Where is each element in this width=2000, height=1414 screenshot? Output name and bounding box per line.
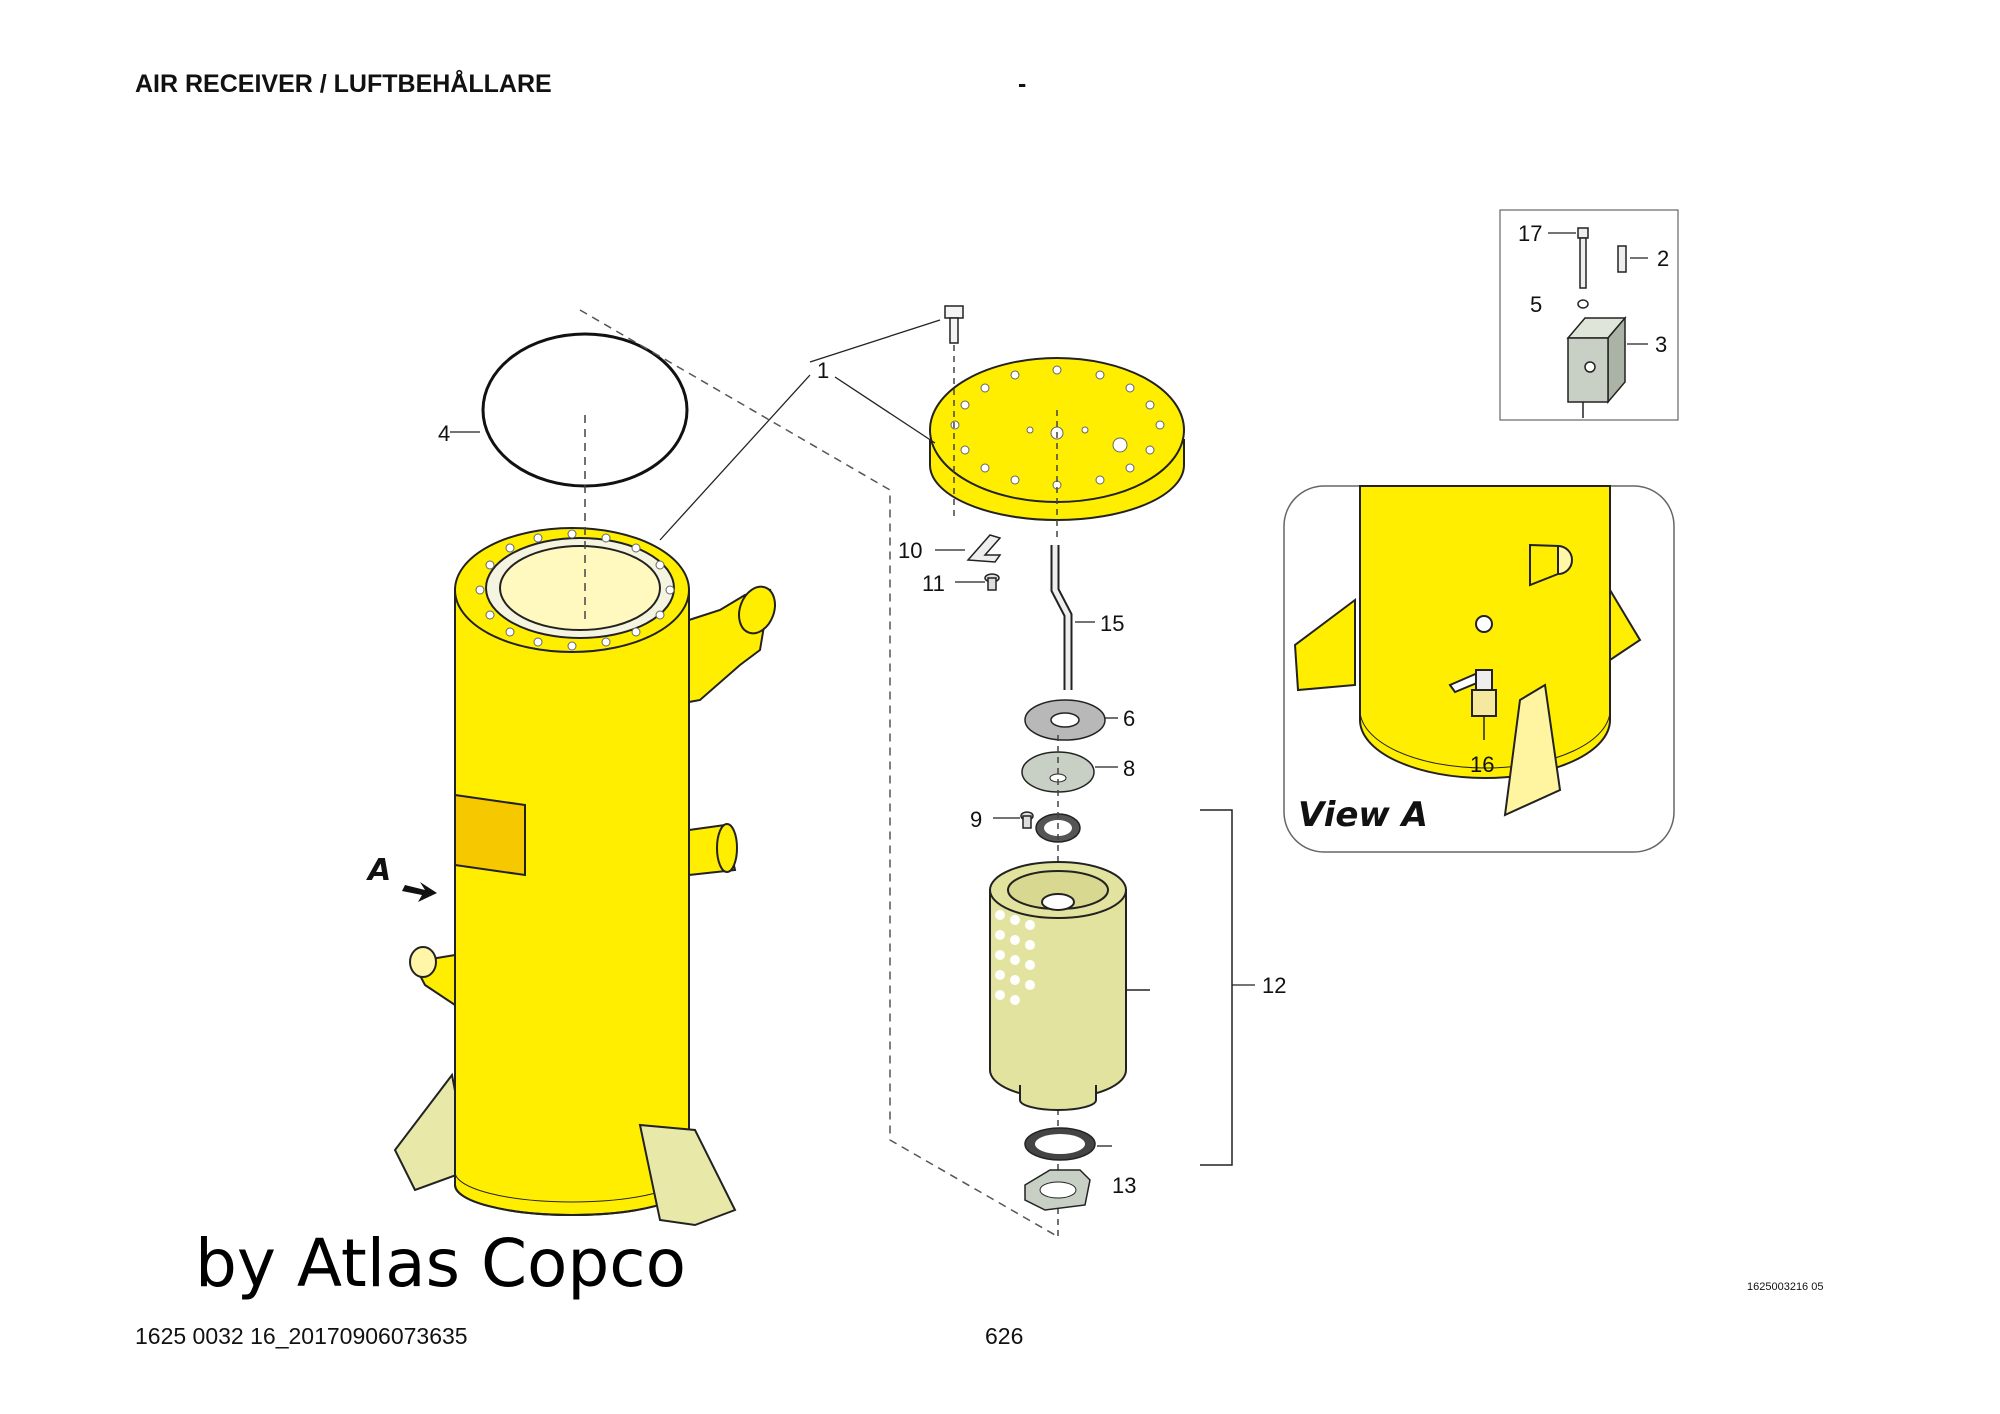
callout-5: 5 xyxy=(1530,292,1542,317)
callout-2: 2 xyxy=(1657,246,1669,271)
callout-8: 8 xyxy=(1123,756,1135,781)
leader-lines xyxy=(450,232,1648,1147)
direction-arrow-A: A xyxy=(366,853,437,902)
callout-13: 13 xyxy=(1112,1173,1136,1198)
seal-ring-part-13 xyxy=(1024,1127,1096,1161)
callout-15: 15 xyxy=(1100,611,1124,636)
callout-9: 9 xyxy=(970,807,982,832)
cover-plate xyxy=(929,357,1185,521)
filter-perforation-pattern xyxy=(995,910,1035,1005)
callout-1: 1 xyxy=(817,358,829,383)
drawing-code: 1625003216 05 xyxy=(1747,1281,1824,1293)
callout-10: 10 xyxy=(898,538,922,563)
page-title: AIR RECEIVER / LUFTBEHÅLLARE xyxy=(135,70,552,98)
detail-pin-part-2 xyxy=(1617,245,1627,273)
footer-document-code: 1625 0032 16_20170906073635 xyxy=(135,1323,468,1349)
header-center-mark: - xyxy=(1018,70,1027,98)
detail-block-part-3 xyxy=(1566,315,1627,405)
gasket-part-6 xyxy=(1024,699,1106,741)
screw-part-11 xyxy=(984,573,1000,591)
callout-11: 11 xyxy=(922,571,945,596)
view-a-vessel xyxy=(1293,485,1642,817)
separator-filter-part-12 xyxy=(989,861,1127,1111)
view-a-label: View A xyxy=(1298,795,1428,835)
callout-16: 16 xyxy=(1470,752,1494,777)
bolt-part-1 xyxy=(944,305,964,344)
watermark-text: by Atlas Copco xyxy=(195,1225,686,1302)
flange-gasket xyxy=(1024,1169,1091,1211)
detail-bolt-part-17 xyxy=(1577,227,1589,289)
callout-4: 4 xyxy=(438,421,450,446)
clip-part-10 xyxy=(966,534,1002,563)
callout-12: 12 xyxy=(1262,973,1286,998)
air-receiver-vessel xyxy=(393,527,776,1227)
detail-box xyxy=(1499,209,1679,421)
bracket-part-12 xyxy=(1200,809,1233,1166)
callout-6: 6 xyxy=(1123,706,1135,731)
footer-page-number: 626 xyxy=(985,1323,1024,1349)
detail-washer-part-5 xyxy=(1577,299,1589,309)
screw-part-9 xyxy=(1020,811,1034,829)
callout-3: 3 xyxy=(1655,332,1667,357)
direction-marker-text: A xyxy=(366,853,391,888)
callout-17: 17 xyxy=(1518,221,1542,246)
